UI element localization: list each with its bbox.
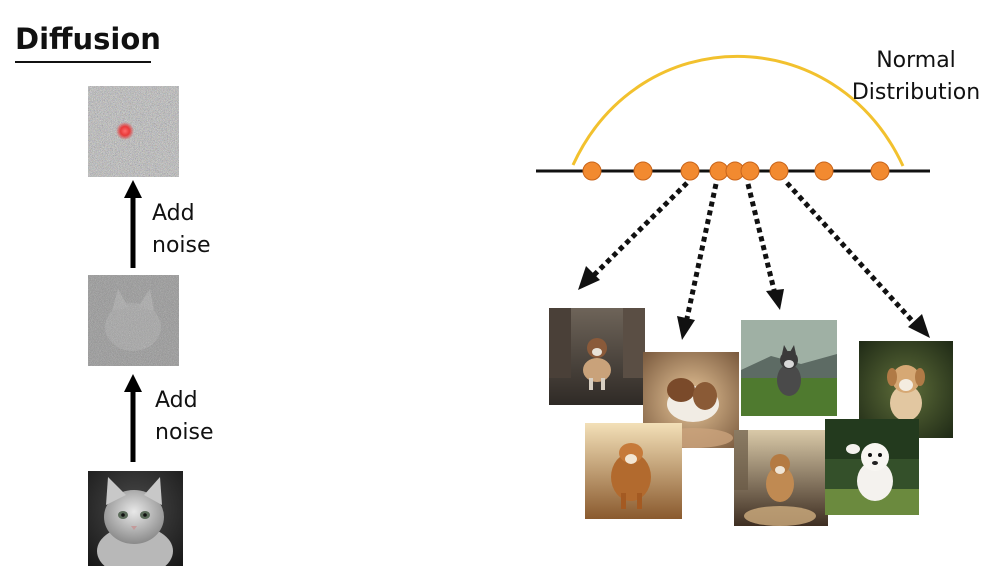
distribution-label: Normal Distribution <box>851 45 981 109</box>
sample-point <box>582 161 602 181</box>
sample-point <box>814 161 834 181</box>
step-label-2-line1: Add <box>155 388 198 413</box>
dog-image-white-grass <box>825 419 919 515</box>
sample-point <box>709 161 729 181</box>
sample-point <box>633 161 653 181</box>
step-label-1: Add noise <box>152 198 211 262</box>
dotted-arrow-4 <box>785 181 918 327</box>
step-label-1-line2: noise <box>152 233 211 258</box>
title-underline <box>15 61 151 63</box>
distribution-curve <box>571 55 905 167</box>
pure-noise-image <box>88 86 179 177</box>
dog-image-city-street <box>549 308 645 405</box>
dog-image-dust-run <box>643 352 739 448</box>
dotted-arrow-2 <box>683 183 719 324</box>
sample-points <box>582 161 890 181</box>
dotted-arrow-1 <box>591 181 689 278</box>
noise-marker-icon <box>116 122 134 140</box>
step-label-2: Add noise <box>155 385 214 449</box>
sample-point <box>680 161 700 181</box>
dotted-arrow-3 <box>745 183 778 295</box>
sample-point <box>769 161 789 181</box>
page-title: Diffusion <box>15 22 161 56</box>
distribution-label-line2: Distribution <box>851 80 981 105</box>
sample-point <box>870 161 890 181</box>
step-label-1-line1: Add <box>152 201 195 226</box>
dog-image-golden-sunset <box>585 423 682 519</box>
sample-point <box>740 161 760 181</box>
step-label-2-line2: noise <box>155 420 214 445</box>
cat-image <box>88 471 183 566</box>
noisy-cat-image <box>88 275 179 366</box>
dog-image-husky-field <box>741 320 837 416</box>
distribution-label-line1: Normal <box>876 48 956 73</box>
dog-image-road-dust <box>734 430 828 526</box>
